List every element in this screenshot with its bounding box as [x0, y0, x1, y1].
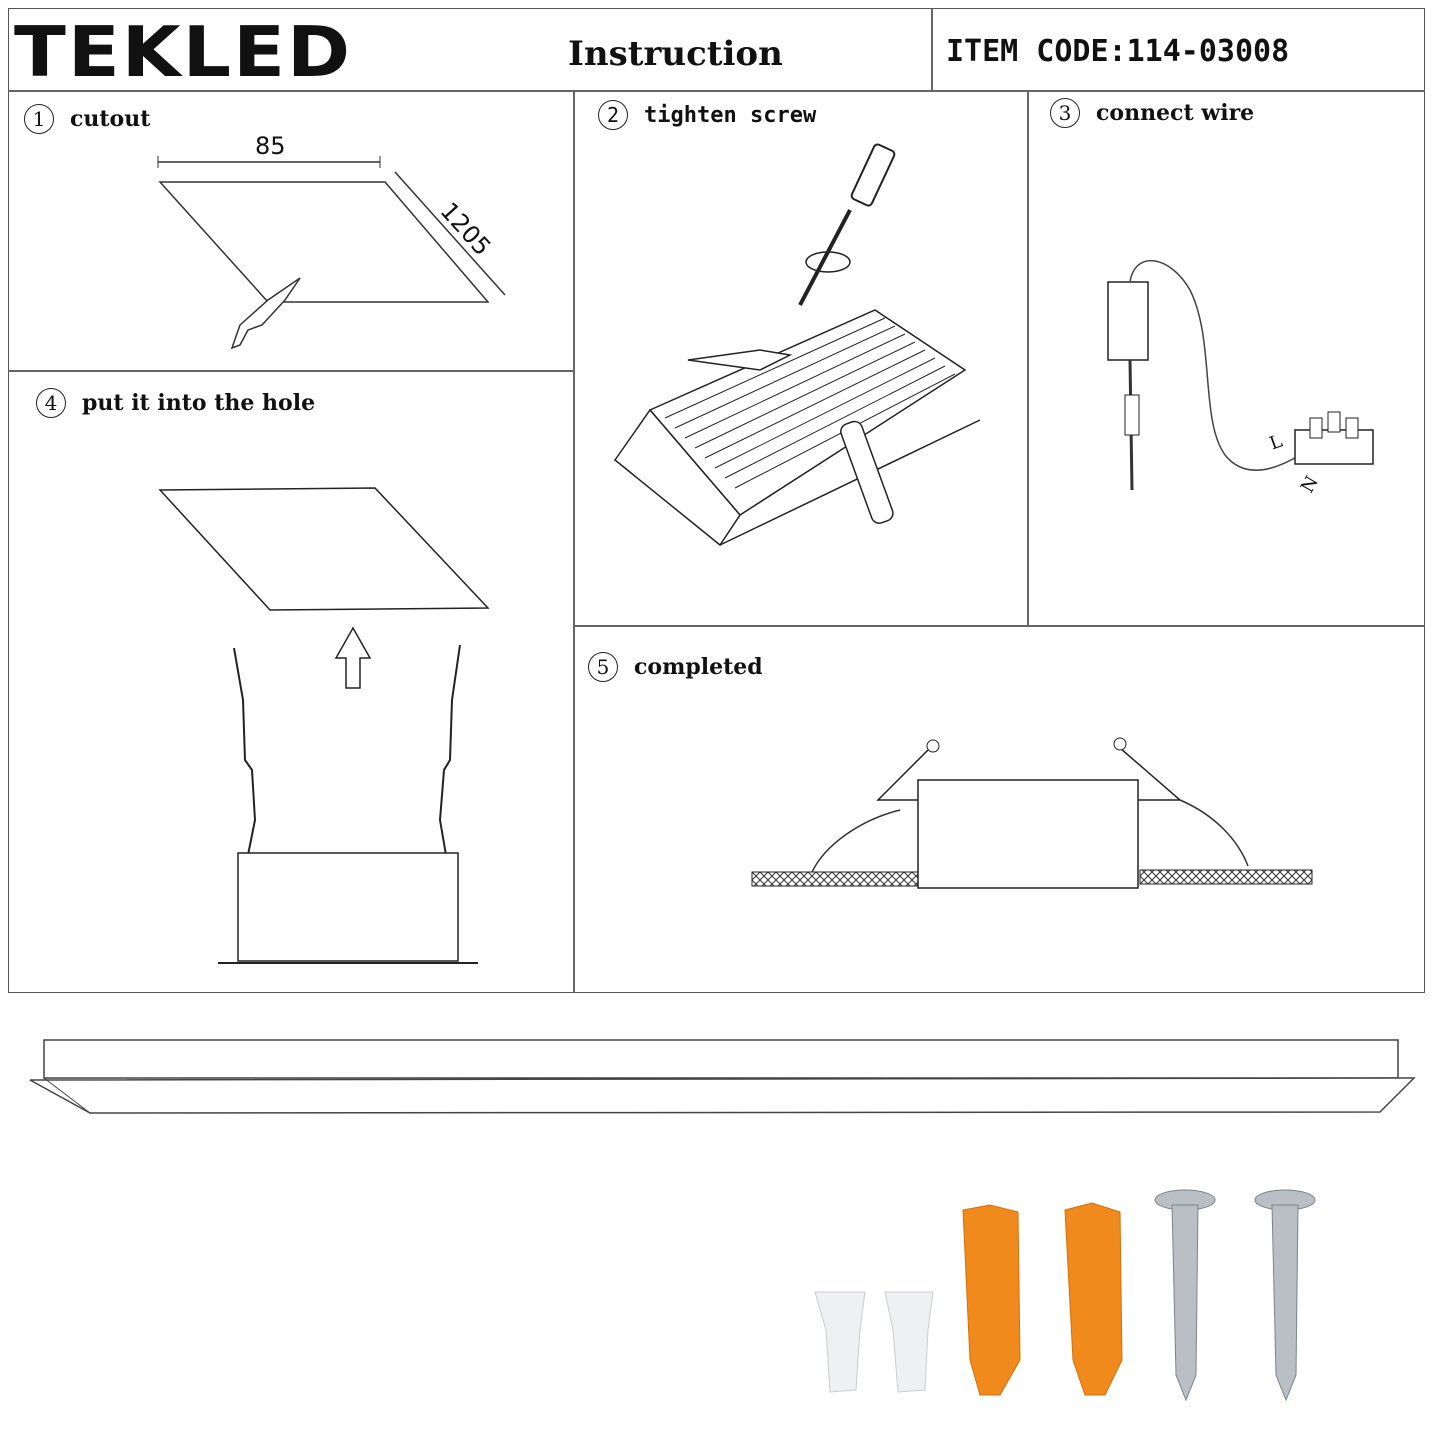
panel-divider-horizontal [8, 370, 573, 372]
header-divider [8, 90, 1425, 92]
driver-icon [1107, 281, 1149, 361]
step-label: completed [634, 654, 763, 680]
step-1-heading: 1 cutout [24, 104, 150, 134]
step-4-heading: 4 put it into the hole [36, 388, 315, 418]
header-cell-divider [931, 8, 933, 90]
step-3-heading: 3 connect wire [1050, 98, 1254, 128]
step-2-heading: 2 tighten screw [598, 100, 816, 130]
step-number: 2 [598, 100, 628, 130]
step-label: put it into the hole [82, 390, 316, 416]
wall-anchor-icon [962, 1202, 1123, 1396]
page-title: Instruction [568, 34, 783, 74]
instruction-sheet-frame [8, 8, 1425, 993]
terminal-block-icon [1294, 429, 1374, 465]
step-number: 3 [1050, 98, 1080, 128]
step-label: cutout [70, 106, 151, 132]
step-number: 4 [36, 388, 66, 418]
step-number: 1 [24, 104, 54, 134]
brand-logo: TEKLED [14, 10, 353, 93]
screw-icon [1154, 1189, 1316, 1402]
panel-divider-vertical [1027, 90, 1029, 627]
step-label: tighten screw [644, 102, 817, 128]
step-number: 5 [588, 652, 618, 682]
step-label: connect wire [1096, 100, 1255, 126]
wire-connector-icon [814, 1291, 934, 1393]
cutout-width-dimension: 85 [255, 132, 286, 160]
arrow-up-icon [334, 626, 372, 689]
screwdriver-icon [798, 143, 896, 306]
panel-divider-vertical [573, 90, 575, 993]
panel-divider-horizontal [573, 625, 1425, 627]
step-5-heading: 5 completed [588, 652, 763, 682]
item-code: ITEM CODE:114-03008 [946, 34, 1290, 69]
